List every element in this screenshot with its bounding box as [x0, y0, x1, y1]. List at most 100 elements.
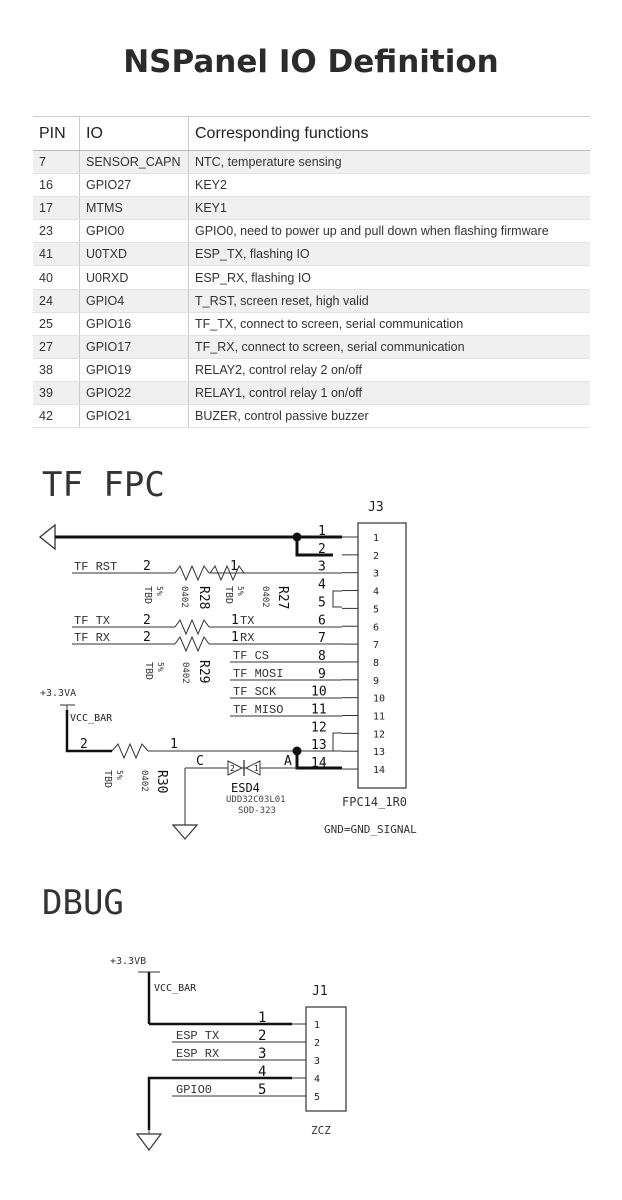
r28-pin1: 1 [230, 559, 238, 574]
r28-value: TBD [142, 586, 153, 604]
io-cell: SENSOR_CAPN [79, 150, 189, 175]
r29-tx-resistor [174, 618, 210, 636]
function-cell: T_RST, screen reset, high valid [188, 289, 590, 313]
gnd-symbol-dbug [135, 1133, 163, 1151]
j3-pin-9: 9 [373, 676, 379, 687]
esd-part: UDD32C03L01 [226, 795, 286, 805]
function-cell: GPIO0, need to power up and pull down wh… [188, 219, 590, 244]
r28-tol: 5% [155, 586, 164, 596]
j1-part: ZCZ [311, 1124, 331, 1137]
j3-wire-number-2: 2 [318, 542, 326, 557]
j1-wire-number-2: 2 [258, 1028, 266, 1044]
pin-cell: 7 [33, 150, 80, 175]
io-cell: GPIO19 [79, 358, 189, 382]
r27-ref: R27 [275, 586, 290, 609]
io-cell: GPIO4 [79, 289, 189, 313]
function-cell: KEY2 [188, 173, 590, 198]
tf-rst-label: TF RST [74, 560, 117, 574]
r30-pin1: 1 [170, 737, 178, 752]
r29a-pin2: 2 [143, 613, 151, 628]
dbug-heading: DBUG [42, 883, 124, 923]
j3-pin-12: 12 [373, 729, 385, 740]
io-cell: MTMS [79, 196, 189, 221]
gnd-note: GND=GND_SIGNAL [324, 823, 417, 836]
vcc-bar-label-a: VCC_BAR [70, 713, 113, 724]
esd-a-label: A [284, 754, 292, 769]
tf-rx-label: TF RX [74, 631, 110, 645]
io-cell: GPIO21 [79, 404, 189, 429]
j1-wire-number-3: 3 [258, 1046, 266, 1062]
esp-tx-label: ESP TX [176, 1029, 219, 1043]
j3-wire-number-10: 10 [311, 685, 327, 700]
j1-label: J1 [312, 984, 328, 999]
tf-mosi-label: TF MOSI [233, 667, 283, 681]
r30-tol: 5% [115, 770, 124, 780]
r27-resistor [209, 564, 245, 582]
j3-pin-6: 6 [373, 622, 379, 633]
esd-pin2: 2 [230, 764, 235, 773]
j3-wire-number-4: 4 [318, 578, 326, 593]
io-cell: GPIO22 [79, 381, 189, 406]
function-cell: ESP_TX, flashing IO [188, 242, 590, 267]
pin-cell: 40 [33, 265, 80, 290]
io-cell: GPIO27 [79, 173, 189, 198]
j1-pin-1: 1 [314, 1020, 320, 1031]
r30-pin2: 2 [80, 737, 88, 752]
gnd-symbol-esd [171, 824, 199, 840]
j3-wire-number-6: 6 [318, 613, 326, 628]
j1-pin-4: 4 [314, 1074, 320, 1085]
esp-rx-label: ESP RX [176, 1047, 219, 1061]
function-cell: RELAY2, control relay 2 on/off [188, 358, 590, 382]
r30-resistor [111, 742, 149, 760]
page-title: NSPanel IO Definition [123, 44, 499, 80]
r28-pin2: 2 [143, 559, 151, 574]
function-cell: TF_RX, connect to screen, serial communi… [188, 335, 590, 359]
r29-rx-resistor [174, 635, 210, 653]
io-cell: U0TXD [79, 242, 189, 267]
io-cell: GPIO17 [79, 335, 189, 359]
io-cell: U0RXD [79, 265, 189, 290]
r27-size: 0402 [260, 586, 270, 608]
tf-fpc-heading: TF FPC [42, 465, 165, 505]
io-cell: GPIO0 [79, 219, 189, 244]
pin-cell: 25 [33, 312, 80, 336]
esd-diode-right [244, 760, 261, 776]
esd-diode-left [227, 760, 244, 776]
r29-value: TBD [143, 662, 154, 680]
r28-resistor [174, 564, 210, 582]
j1-pin-3: 3 [314, 1056, 320, 1067]
j3-pin-11: 11 [373, 712, 385, 723]
r28-ref: R28 [196, 586, 211, 609]
pin12-13-wire [332, 732, 342, 752]
r27-tol: 5% [236, 586, 245, 596]
header-functions: Corresponding functions [188, 116, 590, 151]
pin-cell: 41 [33, 242, 80, 267]
tf-cs-label: TF CS [233, 649, 269, 663]
rx-label: RX [240, 631, 254, 645]
j3-wire-number-12: 12 [311, 720, 327, 735]
r27-value: TBD [223, 586, 234, 604]
pin-cell: 38 [33, 358, 80, 382]
function-cell: KEY1 [188, 196, 590, 221]
r28-size: 0402 [179, 586, 189, 608]
pin4-5-wire [332, 590, 342, 608]
esd-c-label: C [196, 754, 204, 769]
j1-wire-number-5: 5 [258, 1082, 266, 1098]
gnd-symbol-left [38, 523, 56, 551]
j3-pin-7: 7 [373, 640, 379, 651]
j3-wire-number-13: 13 [311, 738, 327, 753]
j3-pin-3: 3 [373, 569, 379, 580]
esd-pkg: SOD-323 [238, 806, 276, 816]
vcc-wire-a [65, 710, 112, 753]
